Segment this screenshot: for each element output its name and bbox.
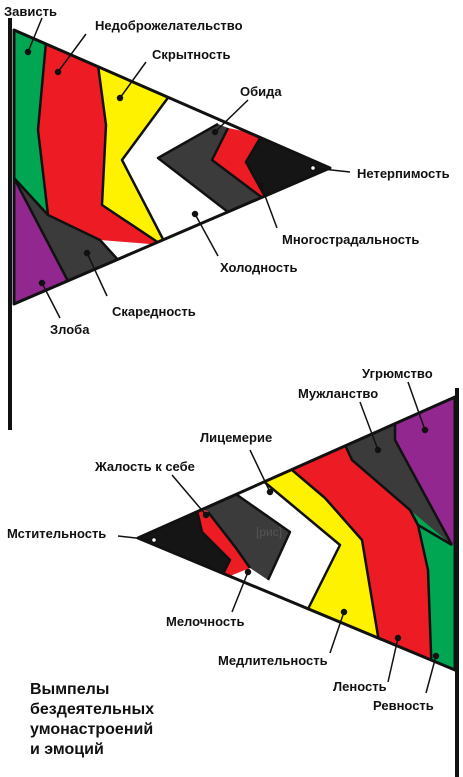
- label-intolerance: Нетерпимость: [357, 166, 450, 181]
- label-pettiness: Мелочность: [166, 614, 245, 629]
- top-band-resentment: [158, 124, 268, 212]
- label-long-suffering: Многострадальность: [282, 232, 419, 247]
- label-jealousy: Ревность: [373, 698, 434, 713]
- top-band-malevolence: [38, 30, 162, 245]
- label-envy: Зависть: [4, 4, 57, 19]
- bottom-band-vindictiveness: [138, 506, 230, 580]
- bottom-pennant-border: [136, 395, 457, 672]
- bottom-band-slowness: [262, 470, 382, 660]
- label-self-pity: Жалость к себе: [94, 459, 195, 474]
- bottom-pennant-outlines: [194, 425, 454, 670]
- bottom-band-hypocrisy: [230, 480, 340, 615]
- label-resentment: Обида: [240, 84, 282, 99]
- label-anger: Злоба: [50, 322, 90, 337]
- caption-line-4: и эмоций: [30, 741, 104, 758]
- top-band-anger: [14, 170, 70, 304]
- label-hypocrisy: Лицемерие: [200, 430, 272, 445]
- label-coldness: Холодность: [220, 260, 297, 275]
- bottom-band-boorishness: [345, 425, 452, 545]
- bottom-band-laziness: [292, 445, 432, 670]
- bottom-leader-lines: [117, 381, 440, 694]
- top-pennant-border: [12, 28, 332, 306]
- label-vindictiveness: Мстительность: [7, 526, 106, 541]
- label-stinginess: Скаредность: [112, 304, 196, 319]
- top-pennant: [14, 30, 330, 304]
- label-malevolence: Недоброжелательство: [95, 18, 243, 33]
- label-gloominess: Угрюмство: [362, 366, 433, 381]
- label-boorishness: Мужланство: [298, 386, 378, 401]
- caption-line-3: умонастроений: [30, 721, 153, 738]
- caption: Вымпелы бездеятельных умонастроений и эм…: [30, 681, 154, 758]
- top-band-intolerance: [246, 135, 330, 202]
- caption-line-2: бездеятельных: [30, 701, 154, 718]
- label-laziness: Леность: [333, 679, 387, 694]
- caption-line-1: Вымпелы: [30, 681, 109, 698]
- top-band-envy: [14, 30, 48, 215]
- bottom-band-self-pity: [196, 506, 250, 580]
- bottom-pennant: [138, 397, 455, 670]
- label-slowness: Медлительность: [218, 653, 328, 668]
- top-band-stinginess: [14, 178, 120, 285]
- watermark-text: [рис]: [256, 525, 282, 539]
- label-secrecy: Скрытность: [152, 47, 231, 62]
- bottom-band-pettiness: [196, 490, 290, 580]
- bottom-band-gloominess: [395, 397, 455, 545]
- top-leader-lines: [24, 17, 351, 319]
